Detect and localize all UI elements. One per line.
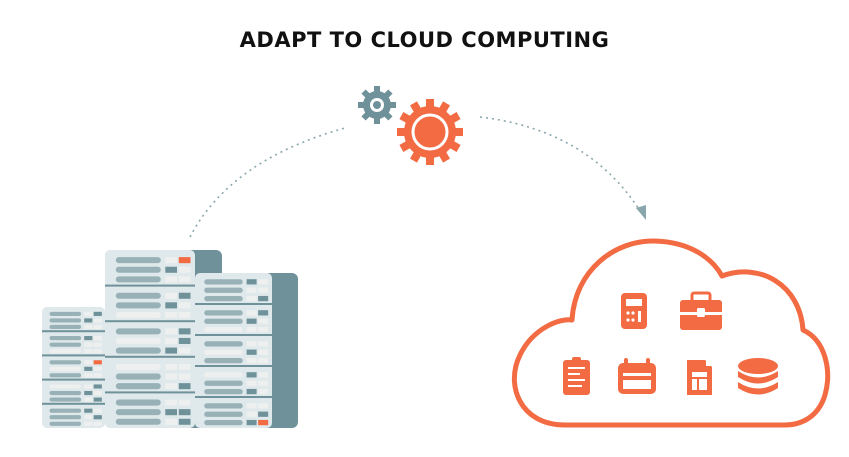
dotted-arc-right <box>479 116 643 215</box>
toolbox-icon <box>680 291 722 330</box>
page-title: ADAPT TO CLOUD COMPUTING <box>239 28 610 52</box>
server-rack-icon <box>195 273 298 428</box>
server-racks <box>42 250 298 428</box>
cloud-icon <box>511 238 831 428</box>
dotted-arc-left <box>189 127 346 238</box>
calendar-icon <box>618 358 656 394</box>
server-rack-icon <box>42 307 105 428</box>
clipboard-icon <box>563 357 590 395</box>
gear-small-icon <box>358 86 396 124</box>
gear-large-icon <box>397 99 463 165</box>
spreadsheet-icon <box>687 360 712 395</box>
calculator-icon <box>621 293 647 329</box>
arrow-head-icon <box>636 205 646 220</box>
database-icon <box>738 358 778 395</box>
